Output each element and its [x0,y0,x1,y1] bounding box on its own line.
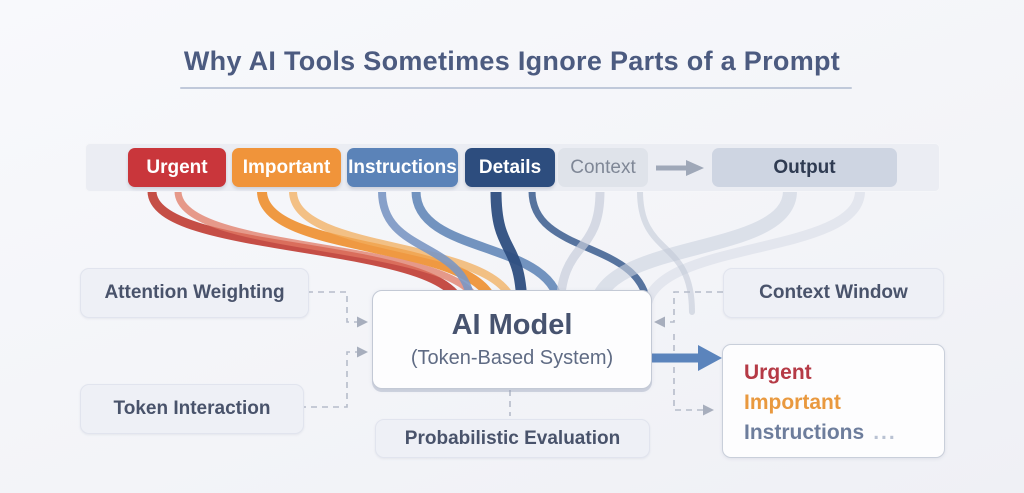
arrowhead-into-output-dashed [703,404,714,416]
model-to-output-arrow [652,345,722,371]
arrowhead-into-model-left-top [357,316,368,328]
page-title: Why AI Tools Sometimes Ignore Parts of a… [183,46,841,76]
ai-model-subtitle: (Token-Based System) [410,347,614,369]
connector-contextwindow-to-model [665,291,723,323]
node-token-interaction: Token Interaction [80,384,304,434]
connector-token-to-model [300,351,357,408]
node-attention-weighting: Attention Weighting [80,268,309,318]
prompt-bar: Urgent Important Instructions Details Co… [85,143,940,192]
output-item-important: Important [744,391,841,414]
arrowhead-into-model-left-bottom [357,346,368,358]
ai-model-title: AI Model [451,309,573,341]
output-item-urgent: Urgent [744,361,812,384]
right-arrow-icon [656,160,704,176]
segment-chip-context: Context [558,148,648,187]
segment-chip-urgent: Urgent [128,148,226,187]
segment-chip-important: Important [232,148,341,187]
output-item-instructions: Instructions... [744,418,944,448]
node-context-window: Context Window [723,268,944,318]
connector-attention-to-model [307,291,357,323]
output-result-box: Urgent Important Instructions... [722,344,945,458]
output-chip: Output [712,148,897,187]
connector-model-to-output-dashed [673,334,703,411]
output-ellipsis: ... [873,421,897,444]
segment-chip-details: Details [465,148,555,187]
arrowhead-into-model-right [654,316,665,328]
segment-chip-instructions: Instructions [347,148,458,187]
output-item-instructions-label: Instructions [744,421,865,444]
ai-model-box: AI Model (Token-Based System) [372,290,652,389]
node-probabilistic-evaluation: Probabilistic Evaluation [375,419,650,458]
title-underline [180,87,852,89]
